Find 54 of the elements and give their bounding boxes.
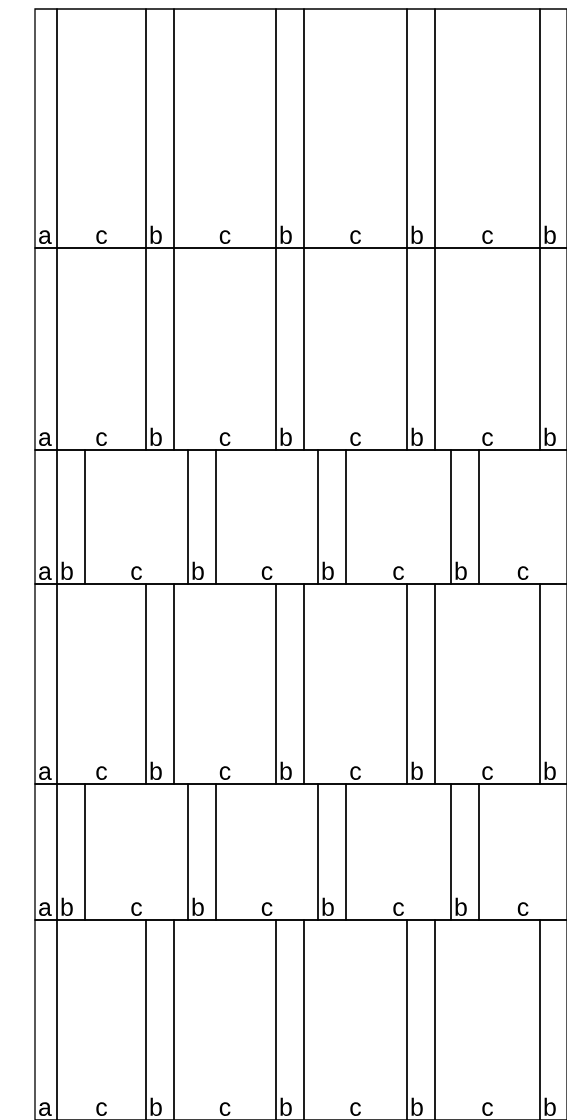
letter-cell: b <box>275 247 305 451</box>
letter-cell: a <box>34 449 58 585</box>
letter-cell: c <box>345 449 452 585</box>
letter-cell: b <box>406 8 436 249</box>
letter-cell: c <box>303 919 408 1120</box>
letter-cell: b <box>145 583 175 785</box>
letter-cell: b <box>539 583 567 785</box>
letter-cell: b <box>406 583 436 785</box>
letter-cell: c <box>434 247 541 451</box>
letter-cell: b <box>450 783 480 921</box>
letter-cell: a <box>34 583 58 785</box>
letter-cell: c <box>84 449 189 585</box>
letter-cell: b <box>406 247 436 451</box>
letter-cell: b <box>187 449 217 585</box>
letter-cell: b <box>539 8 567 249</box>
letter-cell: c <box>478 449 567 585</box>
letter-cell: c <box>345 783 452 921</box>
letter-cell: b <box>317 783 347 921</box>
letter-cell: b <box>145 919 175 1120</box>
letter-cell: b <box>145 247 175 451</box>
letter-cell: b <box>275 583 305 785</box>
letter-cell: b <box>317 449 347 585</box>
letter-cell: c <box>434 919 541 1120</box>
letter-cell: c <box>434 8 541 249</box>
letter-cell: b <box>56 783 86 921</box>
letter-cell: c <box>303 583 408 785</box>
letter-cell: a <box>34 919 58 1120</box>
letter-cell: b <box>145 8 175 249</box>
letter-cell: b <box>406 919 436 1120</box>
letter-cell: a <box>34 247 58 451</box>
letter-cell: c <box>56 583 147 785</box>
letter-cell: b <box>275 8 305 249</box>
letter-cell: c <box>173 247 277 451</box>
letter-cell: b <box>187 783 217 921</box>
letter-cell: c <box>56 919 147 1120</box>
letter-cell: b <box>539 919 567 1120</box>
letter-cell: c <box>303 8 408 249</box>
letter-cell: c <box>215 449 319 585</box>
letter-cell: c <box>173 583 277 785</box>
letter-cell: b <box>56 449 86 585</box>
letter-cell: c <box>215 783 319 921</box>
letter-cell: a <box>34 783 58 921</box>
letter-cell: c <box>84 783 189 921</box>
letter-cell: c <box>434 583 541 785</box>
letter-cell: c <box>303 247 408 451</box>
letter-cell: b <box>539 247 567 451</box>
letter-cell: b <box>450 449 480 585</box>
letter-cell: c <box>478 783 567 921</box>
letter-cell: a <box>34 8 58 249</box>
letter-cell: c <box>56 247 147 451</box>
letter-cell: b <box>275 919 305 1120</box>
letter-cell: c <box>173 8 277 249</box>
letter-cell: c <box>56 8 147 249</box>
letter-cell: c <box>173 919 277 1120</box>
